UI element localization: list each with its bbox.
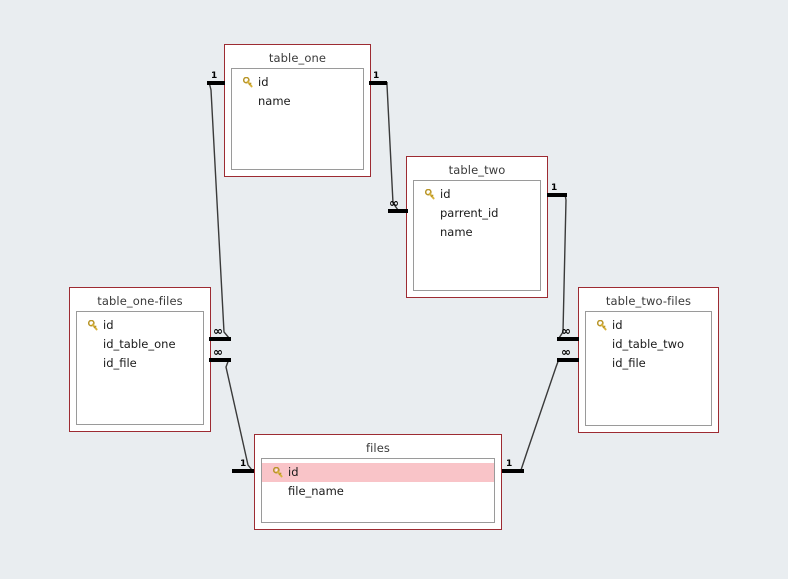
- field-name: id_table_two: [612, 337, 685, 351]
- entity-table_two[interactable]: table_two id parrent_id na: [406, 156, 548, 298]
- field-name: name: [258, 94, 291, 108]
- entity-table_one[interactable]: table_one id name: [224, 44, 371, 177]
- field-row[interactable]: id_table_two: [586, 335, 711, 354]
- entity-field-list: id id_table_two id_file: [585, 311, 712, 426]
- entity-field-list: id file_name: [261, 458, 495, 523]
- endpoint-bar: [207, 81, 225, 85]
- cardinality-label-one_files-lower: ∞: [213, 345, 223, 359]
- primary-key-icon: [83, 320, 103, 331]
- primary-key-icon: [268, 467, 288, 478]
- endpoint-bar: [232, 469, 254, 473]
- primary-key-icon: [592, 320, 612, 331]
- field-row[interactable]: name: [414, 223, 540, 242]
- field-name: file_name: [288, 484, 344, 498]
- field-name: id: [103, 318, 114, 332]
- field-name: id_file: [103, 356, 137, 370]
- connector-files-table_one_files: [225, 358, 253, 471]
- entity-title: files: [365, 441, 390, 455]
- endpoint-bar: [502, 469, 524, 473]
- entity-field-list: id name: [231, 68, 364, 170]
- cardinality-label-table_two-right: 1: [551, 183, 558, 193]
- field-row-selected[interactable]: id: [262, 463, 494, 482]
- endpoint-bar: [369, 81, 387, 85]
- connector-table_one-table_two: [386, 82, 399, 211]
- primary-key-icon: [420, 189, 440, 200]
- cardinality-label-two_files-upper: ∞: [561, 324, 571, 338]
- cardinality-label-files-left: 1: [240, 459, 247, 469]
- entity-title: table_one: [268, 51, 327, 65]
- entity-table_one-files[interactable]: table_one-files id id_table_one: [69, 287, 211, 432]
- cardinality-label-files-right: 1: [506, 459, 513, 469]
- cardinality-label-table_one-right: 1: [373, 71, 380, 81]
- entity-files[interactable]: files id file_name: [254, 434, 502, 530]
- connector-files-table_two_files: [520, 358, 560, 471]
- field-name: id_table_one: [103, 337, 176, 351]
- connector-table_two-table_two_files: [558, 193, 567, 339]
- field-row[interactable]: id_file: [77, 354, 203, 373]
- primary-key-icon: [238, 77, 258, 88]
- field-row[interactable]: parrent_id: [414, 204, 540, 223]
- cardinality-label-table_one-left: 1: [211, 71, 218, 81]
- entity-field-list: id parrent_id name: [413, 180, 541, 291]
- entity-title: table_one-files: [97, 294, 183, 308]
- field-name: id: [288, 465, 299, 479]
- entity-title: table_two-files: [605, 294, 692, 308]
- field-name: id: [258, 75, 269, 89]
- cardinality-label-one_files-upper: ∞: [213, 324, 223, 338]
- entity-title: table_two: [448, 163, 506, 177]
- field-row[interactable]: id_table_one: [77, 335, 203, 354]
- field-name: id: [440, 187, 451, 201]
- cardinality-label-two_files-lower: ∞: [561, 345, 571, 359]
- field-name: parrent_id: [440, 206, 499, 220]
- field-name: id_file: [612, 356, 646, 370]
- field-row[interactable]: id: [586, 316, 711, 335]
- field-row[interactable]: id: [232, 73, 363, 92]
- field-name: name: [440, 225, 473, 239]
- field-row[interactable]: id: [414, 185, 540, 204]
- field-row[interactable]: name: [232, 92, 363, 111]
- endpoint-bar: [547, 193, 567, 197]
- field-row[interactable]: id: [77, 316, 203, 335]
- cardinality-label-table_two-left: ∞: [389, 196, 399, 210]
- entity-table_two-files[interactable]: table_two-files id id_table_two: [578, 287, 719, 433]
- field-row[interactable]: file_name: [262, 482, 494, 501]
- field-row[interactable]: id_file: [586, 354, 711, 373]
- entity-field-list: id id_table_one id_file: [76, 311, 204, 425]
- field-name: id: [612, 318, 623, 332]
